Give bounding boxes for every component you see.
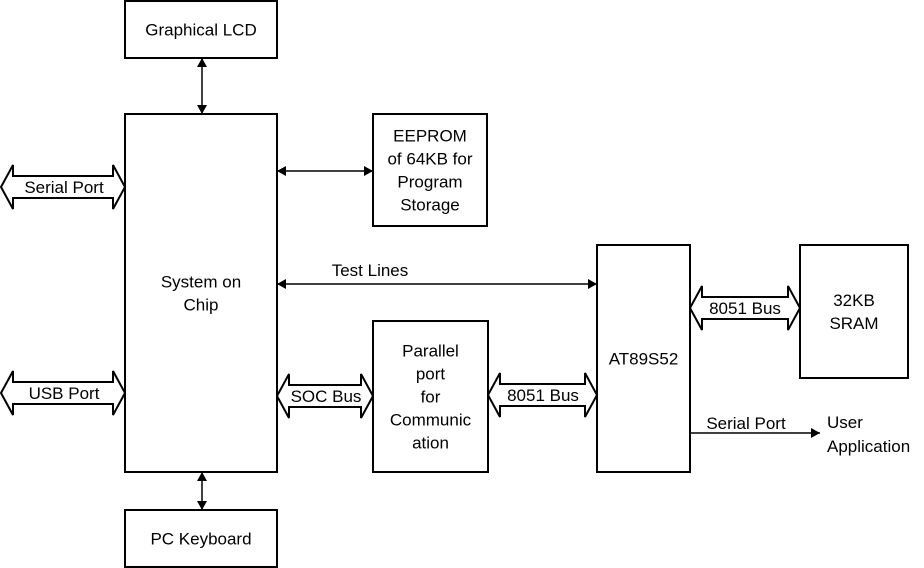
- sram-block-label: 32KB: [833, 291, 875, 310]
- eeprom-block: [372, 113, 488, 227]
- serial-port-output-arrow-arrowhead: [811, 428, 820, 438]
- system-on-chip-block: [124, 113, 278, 473]
- sram-block-label: SRAM: [829, 314, 878, 333]
- parallel-port-block-label: for: [421, 388, 441, 407]
- graphical-lcd-block: [124, 0, 278, 59]
- sram-block: [799, 244, 909, 379]
- system-on-chip-block-label: System on: [161, 273, 241, 292]
- system-on-chip-block-label: Chip: [184, 296, 219, 315]
- eeprom-block-label: EEPROM: [393, 127, 467, 146]
- soc-keyboard-arrow-arrowhead: [197, 472, 207, 481]
- serial-port-output-label: Serial Port: [706, 414, 786, 433]
- soc-keyboard-arrow-arrowhead: [197, 501, 207, 510]
- soc-bus-label: SOC Bus: [291, 387, 362, 406]
- test-lines-label: Test Lines: [332, 261, 409, 280]
- test-lines-arrow-arrowhead: [277, 279, 286, 289]
- serial-port-label: Serial Port: [24, 178, 104, 197]
- lcd-soc-arrow-arrowhead: [197, 58, 207, 67]
- graphical-lcd-block-label: Graphical LCD: [145, 21, 257, 40]
- parallel-port-block-label: Communic: [390, 411, 472, 430]
- soc-eeprom-arrow-arrowhead: [277, 166, 286, 176]
- pc-keyboard-block-label: PC Keyboard: [150, 530, 251, 549]
- parallel-port-block-label: Parallel: [402, 342, 459, 361]
- eeprom-block-label: Storage: [400, 196, 460, 215]
- test-lines-arrow-arrowhead: [588, 279, 597, 289]
- 8051-bus-label: 8051 Bus: [709, 299, 781, 318]
- pc-keyboard-block: [124, 509, 278, 568]
- at89s52-block: [596, 244, 691, 473]
- eeprom-block-label: of 64KB for: [387, 150, 472, 169]
- user-application-label: Application: [827, 437, 910, 456]
- parallel-port-block-label: ation: [412, 434, 449, 453]
- 8051-bus-label: 8051 Bus: [507, 386, 579, 405]
- user-application-label: User: [827, 413, 863, 432]
- eeprom-block-label: Program: [397, 173, 462, 192]
- usb-port-label: USB Port: [29, 384, 100, 403]
- soc-eeprom-arrow-arrowhead: [364, 166, 373, 176]
- parallel-port-block: [372, 320, 489, 473]
- parallel-port-block-label: port: [416, 365, 446, 384]
- lcd-soc-arrow-arrowhead: [197, 105, 207, 114]
- at89s52-block-label: AT89S52: [609, 350, 679, 369]
